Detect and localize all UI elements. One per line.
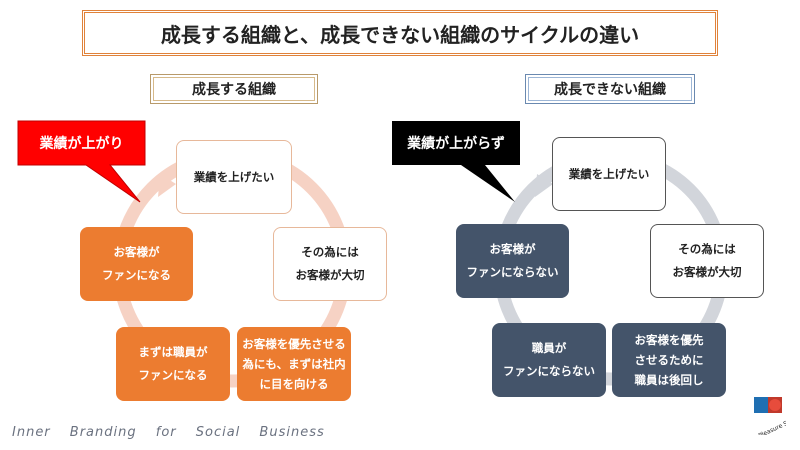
left-node-customers-become-fans: お客様が ファンになる [80,227,193,301]
right-node-customers-not-fans: お客様が ファンにならない [456,224,569,298]
left-node-raise-performance: 業績を上げたい [176,140,292,214]
left-cycle-arrowhead [158,174,176,197]
pleasure-support-logo: Pleasure Support [752,395,800,440]
logo-mark-icon: Pleasure Support [754,397,800,440]
right-node-staff-not-fans: 職員が ファンにならない [492,323,606,397]
left-node-staff-become-fans: まずは職員が ファンになる [116,327,230,401]
right-node-staff-later: お客様を優先 させるために 職員は後回し [612,323,726,397]
right-callout-label: 業績が上がらず [407,136,505,152]
section-heading-not-growing: 成長できない組織 [525,74,695,104]
left-node-look-inside: お客様を優先させる為にも、まずは社内に目を向ける [237,327,351,401]
right-cycle-arrowhead [535,174,553,197]
page-title: 成長する組織と、成長できない組織のサイクルの違い [82,10,718,56]
left-callout-label: 業績が上がり [39,136,124,152]
section-heading-growing: 成長する組織 [150,74,318,104]
footer-tagline: Inner Branding for Social Business [12,425,325,440]
right-node-customers-important: その為には お客様が大切 [650,224,764,298]
right-node-raise-performance: 業績を上げたい [552,137,666,211]
left-callout-shape [17,120,146,203]
right-callout-shape [392,121,520,202]
left-node-customers-important: その為には お客様が大切 [273,227,387,301]
logo-text: Pleasure Support [757,411,786,435]
